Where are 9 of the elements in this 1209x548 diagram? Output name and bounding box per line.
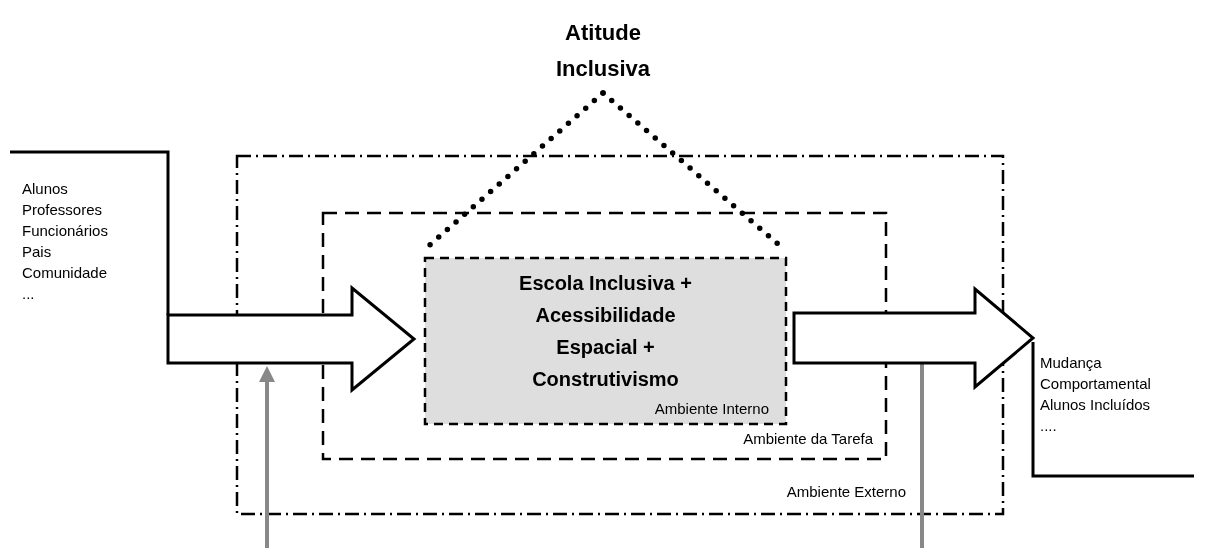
attitude-label: Atitude Inclusiva (554, 19, 652, 83)
block-arrow (792, 285, 1036, 391)
environment-label: Ambiente Interno (653, 400, 769, 418)
block-arrow (166, 284, 417, 394)
environment-label: Ambiente da Tarefa (742, 430, 873, 448)
input-list: Alunos Professores Funcionários Pais Comunidade ... (22, 178, 122, 304)
environment-label: Ambiente Externo (785, 483, 906, 501)
school-title: Escola Inclusiva + Acessibilidade Espacial + Construtivismo (518, 271, 693, 392)
output-list: Mudança Comportamental Alunos Incluídos .... (1040, 352, 1165, 436)
